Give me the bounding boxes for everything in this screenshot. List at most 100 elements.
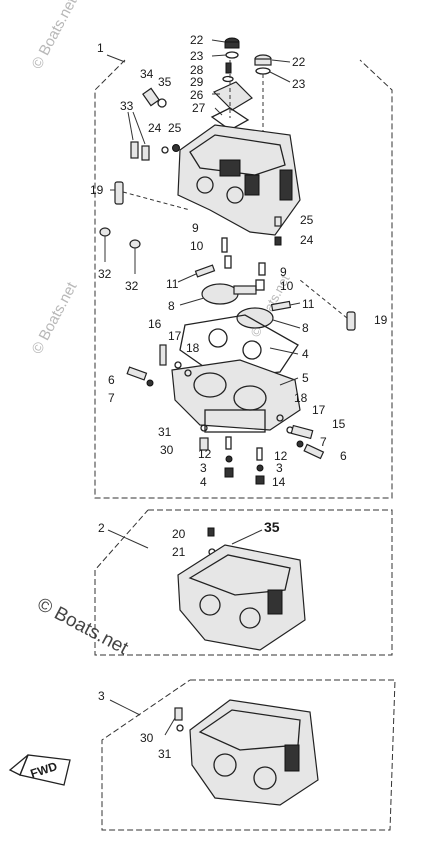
ring-25 [172,144,180,152]
jet-30 [199,437,209,451]
lead-11b [289,302,301,306]
fitting-33b [141,145,150,161]
callout-3-left: 3 [200,461,207,475]
lead-5 [279,377,299,386]
body-1-block [219,159,241,177]
carburetor-assembly-3 [174,699,319,806]
gasket-23-right [255,67,271,75]
callout-16: 16 [148,317,162,331]
frame-assembly-2 [94,509,393,656]
frame-assembly-3 [101,679,396,831]
callout-11-left: 11 [166,277,179,291]
ring-18-left [184,369,192,377]
screw-4-left [224,467,234,478]
fitting-34 [142,87,160,107]
callout-23-top-right: 23 [292,77,306,91]
pin-11-left [194,264,216,278]
callout-24-right: 24 [300,233,314,247]
callout-22-top-left: 22 [190,33,204,47]
callout-1: 1 [97,41,104,55]
seat-10-left [224,255,232,269]
body-1-block2 [244,174,260,196]
pilot-jet-19-right [346,311,356,331]
fitting-35 [157,98,167,108]
callout-3-right: 3 [276,461,283,475]
callout-29: 29 [190,75,204,89]
callout-4: 4 [302,347,309,361]
callout-32-right: 32 [125,279,139,293]
callout-20: 20 [172,527,186,541]
callout-26: 26 [190,88,204,102]
lead-19-left [122,191,191,211]
callout-7-left: 7 [108,391,115,405]
screw-16 [159,344,167,366]
callout-9-right: 9 [280,265,287,279]
fwd-label: FWD [29,759,60,781]
lead-30b [164,717,176,736]
lead-22a [211,39,226,43]
lead-4 [269,347,299,355]
callout-21: 21 [172,545,186,559]
carburetor-assembly-2 [177,527,306,651]
lead-8b [272,319,301,329]
frame-assembly-1 [94,59,393,499]
callout-3-frame: 3 [98,689,105,703]
lead-23a [211,54,227,57]
callout-7-right: 7 [320,435,327,449]
lead-33b [132,111,146,145]
callout-30-assembly-3: 30 [140,731,154,745]
callout-2: 2 [98,521,105,535]
callout-8-right: 8 [302,321,309,335]
seat-10-right [255,279,265,291]
leader-lines [104,39,301,736]
callout-10-right: 10 [280,279,294,293]
screw-6-right [303,443,325,460]
screw-15 [290,424,314,440]
body-1-top [189,134,286,176]
float-bowl-5 [171,359,301,431]
callout-31-assembly-3: 31 [158,747,172,761]
assembly-3-bore-b [253,766,277,790]
assembly-2-top [188,554,291,596]
callout-9-upper: 9 [192,221,199,235]
lead-8a [179,297,205,306]
callout-5: 5 [302,371,309,385]
callout-33: 33 [120,99,134,113]
callout-14: 14 [272,475,286,489]
callout-4-bottom: 4 [200,475,207,489]
ring-7-right [296,440,304,448]
plug-32-right [129,239,141,249]
lead-33a [127,111,134,141]
jet-12-left [225,436,232,450]
cap-22-right-body [254,58,272,66]
screws [126,344,325,485]
callout-30: 30 [160,443,174,457]
screw-28 [225,62,232,74]
callout-17-right: 17 [312,403,326,417]
left-fittings [99,87,191,249]
needle-9-left [221,237,228,253]
lead-22b [271,59,291,63]
callout-19-right: 19 [374,313,388,327]
lead-27 [214,107,223,116]
carburetor-body-1 [177,124,301,246]
gasket-4-hole-b [242,340,262,360]
lead-23b [269,71,291,83]
callout-18-right: 18 [294,391,308,405]
washer-31-assembly-3 [176,724,184,732]
assembly-2-body [177,544,306,651]
assembly-3-block [284,744,300,772]
jet-12-right [256,447,263,461]
float-8-left-arm [233,285,257,295]
assembly-frames [94,59,396,831]
ring-7-left [146,379,154,387]
body-1-bore-a [196,176,214,194]
callout-25-top: 25 [168,121,182,135]
lead-11a [177,273,197,283]
cap-22-left-body [224,41,240,49]
float-bowl-5-cavity-a [193,372,227,398]
body-1-outline [177,124,301,236]
assembly-3-body [189,699,319,806]
body-1-bore-b [226,186,244,204]
callout-12-left: 12 [198,447,212,461]
